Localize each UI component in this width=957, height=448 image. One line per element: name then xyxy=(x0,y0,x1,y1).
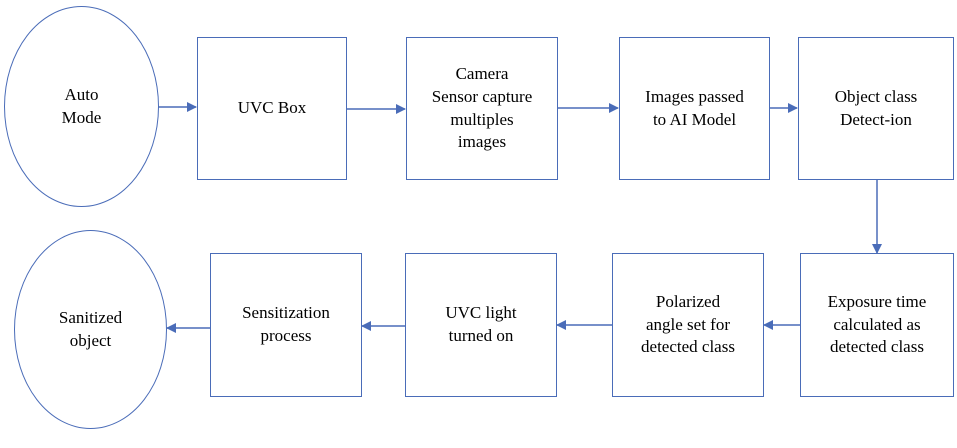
auto-mode-label: Auto Mode xyxy=(61,84,102,127)
polarized-angle-label: Polarized angle set for detected class xyxy=(641,291,735,357)
sensitization-process-node: Sensitization process xyxy=(210,253,362,397)
uvc-box-node: UVC Box xyxy=(197,37,347,180)
object-detection-node: Object class Detect-ion xyxy=(798,37,954,180)
exposure-time-label: Exposure time calculated as detected cla… xyxy=(827,291,927,357)
camera-sensor-node: Camera Sensor capture multiples images xyxy=(406,37,558,180)
sensitization-process-label: Sensitization process xyxy=(242,303,330,345)
uvc-box-label: UVC Box xyxy=(237,98,307,118)
exposure-time-node: Exposure time calculated as detected cla… xyxy=(800,253,954,397)
auto-mode-node: Auto Mode xyxy=(4,6,159,207)
sanitized-object-node: Sanitized object xyxy=(14,230,167,429)
camera-sensor-label: Camera Sensor capture multiples images xyxy=(431,63,533,152)
uvc-light-label: UVC light turned on xyxy=(445,303,517,345)
images-passed-label: Images passed to AI Model xyxy=(645,86,744,129)
uvc-light-node: UVC light turned on xyxy=(405,253,557,397)
object-detection-label: Object class Detect-ion xyxy=(834,86,918,129)
images-passed-node: Images passed to AI Model xyxy=(619,37,770,180)
polarized-angle-node: Polarized angle set for detected class xyxy=(612,253,764,397)
sanitized-object-label: Sanitized object xyxy=(58,307,123,350)
